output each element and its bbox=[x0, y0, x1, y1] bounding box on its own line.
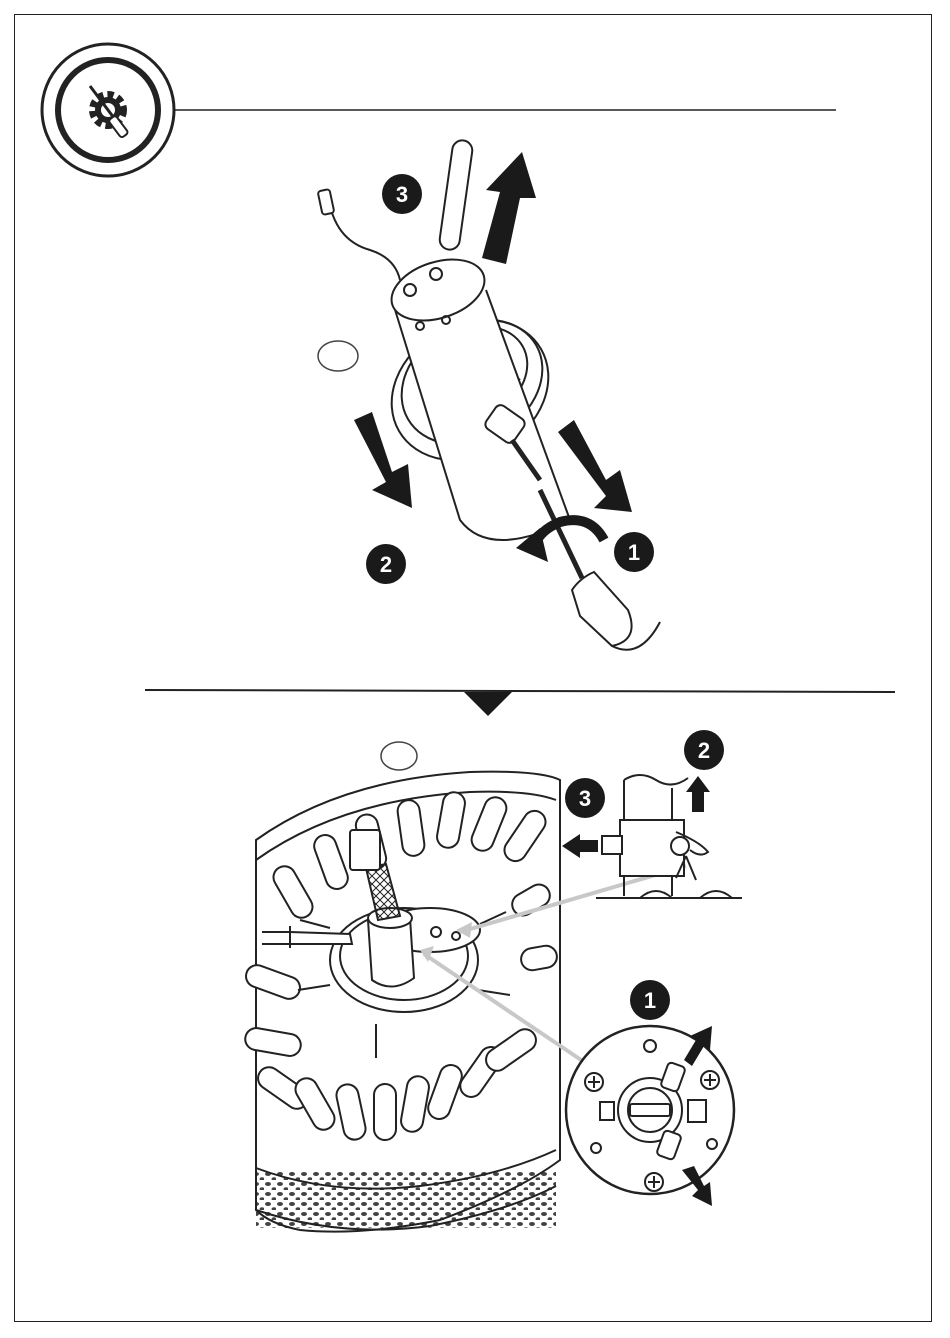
svg-text:3: 3 bbox=[579, 786, 591, 811]
section-divider bbox=[145, 690, 895, 716]
detail-mount-plate bbox=[566, 1026, 734, 1194]
arrow-up-icon bbox=[482, 152, 536, 264]
arrow-left-icon bbox=[562, 834, 598, 858]
bottom-step-3-badge: 3 bbox=[565, 778, 605, 818]
arrow-down-right-icon bbox=[558, 420, 632, 512]
arrow-up-icon bbox=[686, 776, 710, 812]
empty-callout-oval bbox=[318, 341, 358, 371]
svg-text:1: 1 bbox=[628, 540, 640, 565]
fan-motor-housing bbox=[243, 772, 560, 1232]
svg-text:3: 3 bbox=[396, 182, 408, 207]
svg-text:2: 2 bbox=[380, 552, 392, 577]
empty-callout-oval bbox=[381, 742, 417, 770]
top-step-3-badge: 3 bbox=[382, 174, 422, 214]
top-step-2-badge: 2 bbox=[366, 544, 406, 584]
top-step-1-badge: 1 bbox=[614, 532, 654, 572]
bottom-step-1-badge: 1 bbox=[630, 980, 670, 1020]
svg-text:2: 2 bbox=[698, 738, 710, 763]
bottom-step-2-badge: 2 bbox=[684, 730, 724, 770]
detail-pin-clip bbox=[596, 775, 742, 898]
tools-icon bbox=[42, 44, 174, 176]
pin-icon bbox=[438, 139, 473, 251]
svg-text:1: 1 bbox=[644, 988, 656, 1013]
